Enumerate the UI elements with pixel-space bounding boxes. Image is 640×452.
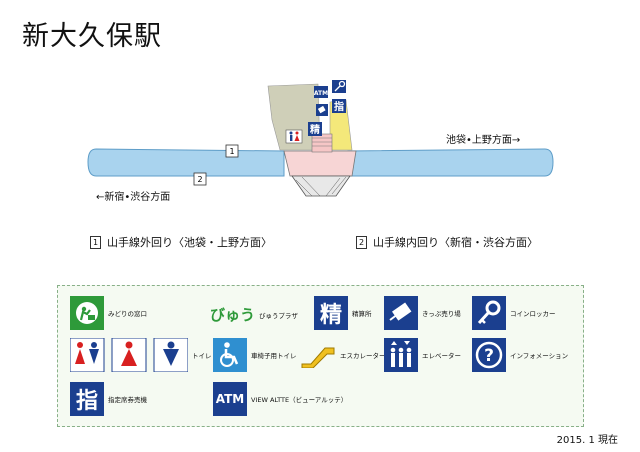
map-atm-icon xyxy=(314,86,328,98)
fare-adjustment-icon: 精 xyxy=(314,296,348,330)
svg-text:指: 指 xyxy=(334,100,344,113)
track-label: 山手線外回り〈池袋・上野方面〉 xyxy=(107,236,272,249)
map-reserved-icon xyxy=(332,99,346,113)
track-label: 山手線内回り〈新宿・渋谷方面〉 xyxy=(373,236,538,249)
track-number: 1 xyxy=(90,235,101,249)
legend-item-reserved: 指 指定席券売機 xyxy=(70,382,147,416)
legend-label: 車椅子用トイレ xyxy=(251,352,297,360)
view-plaza-logo: びゅう xyxy=(210,306,256,324)
key-icon xyxy=(472,296,506,330)
legend-item-midori: みどりの窓口 xyxy=(70,296,147,330)
reserved-seat-icon: 指 xyxy=(70,382,104,416)
map-fare-icon xyxy=(308,122,322,136)
ticket-machine-icon xyxy=(384,296,418,330)
legend-item-ticket: きっぷ売り場 xyxy=(384,296,461,330)
legend-label: 指定席券売機 xyxy=(108,396,147,404)
legend-item-accessible: 車椅子用トイレ xyxy=(213,338,297,372)
escalator-icon xyxy=(300,342,336,368)
concourse-building xyxy=(267,83,321,151)
info-icon: ? xyxy=(472,338,506,372)
legend-item-info: ? インフォメーション xyxy=(472,338,568,372)
svg-text:精: 精 xyxy=(310,123,320,136)
platform-east xyxy=(347,148,554,177)
legend-item-elevator: エレベーター xyxy=(384,338,461,372)
elevator-icon xyxy=(384,338,418,372)
atm-icon: ATM xyxy=(213,382,247,416)
platform-west xyxy=(87,148,285,177)
station-title: 新大久保駅 xyxy=(22,21,162,52)
legend: みどりの窓口 びゅう びゅうプラザ 精 精算所 きっぷ売り場 コインロッカー xyxy=(57,285,584,427)
legend-label: びゅうプラザ xyxy=(259,311,298,320)
legend-item-toilet: トイレ xyxy=(70,338,212,372)
legend-item-escalator: エスカレーター xyxy=(300,342,386,368)
legend-label: きっぷ売り場 xyxy=(422,310,461,318)
legend-label: インフォメーション xyxy=(510,352,569,360)
legend-label: コインロッカー xyxy=(510,310,556,318)
as-of-date: 2015. 1 現在 xyxy=(556,435,618,446)
legend-label: トイレ xyxy=(192,352,212,360)
track-number: 2 xyxy=(356,235,367,249)
toilet-icon xyxy=(70,338,188,372)
map-toilet-icon xyxy=(285,129,303,144)
svg-text:2: 2 xyxy=(197,175,202,184)
ticket-office-icon xyxy=(70,296,104,330)
direction-west: ←新宿•渋谷方面 xyxy=(96,192,171,203)
track-note-1: 1 山手線外回り〈池袋・上野方面〉 xyxy=(90,234,272,250)
svg-text:ATM: ATM xyxy=(314,90,328,97)
legend-label: エスカレーター xyxy=(340,352,386,360)
legend-label: VIEW ALTTE（ビューアルッテ） xyxy=(251,396,348,404)
station-map: 1 2 ATM 指 精 xyxy=(87,80,554,197)
legend-item-atm: ATM VIEW ALTTE（ビューアルッテ） xyxy=(213,382,347,416)
legend-item-locker: コインロッカー xyxy=(472,296,556,330)
svg-text:1: 1 xyxy=(229,147,234,156)
entrance-hatch xyxy=(295,176,347,197)
legend-label: エレベーター xyxy=(422,352,461,360)
station-core xyxy=(283,150,357,177)
wheelchair-icon xyxy=(213,338,247,372)
legend-item-view: びゅう びゅうプラザ xyxy=(210,304,298,325)
legend-label: みどりの窓口 xyxy=(108,310,147,318)
direction-east: 池袋•上野方面→ xyxy=(446,135,521,146)
track-note-2: 2 山手線内回り〈新宿・渋谷方面〉 xyxy=(356,234,538,250)
svg-text:?: ? xyxy=(484,346,494,366)
track-marker-2 xyxy=(193,172,207,186)
legend-item-fare: 精 精算所 xyxy=(314,296,372,330)
legend-label: 精算所 xyxy=(352,310,372,318)
track-marker-1 xyxy=(225,144,239,158)
entrance-wedge xyxy=(291,175,351,197)
stairs xyxy=(311,133,333,153)
